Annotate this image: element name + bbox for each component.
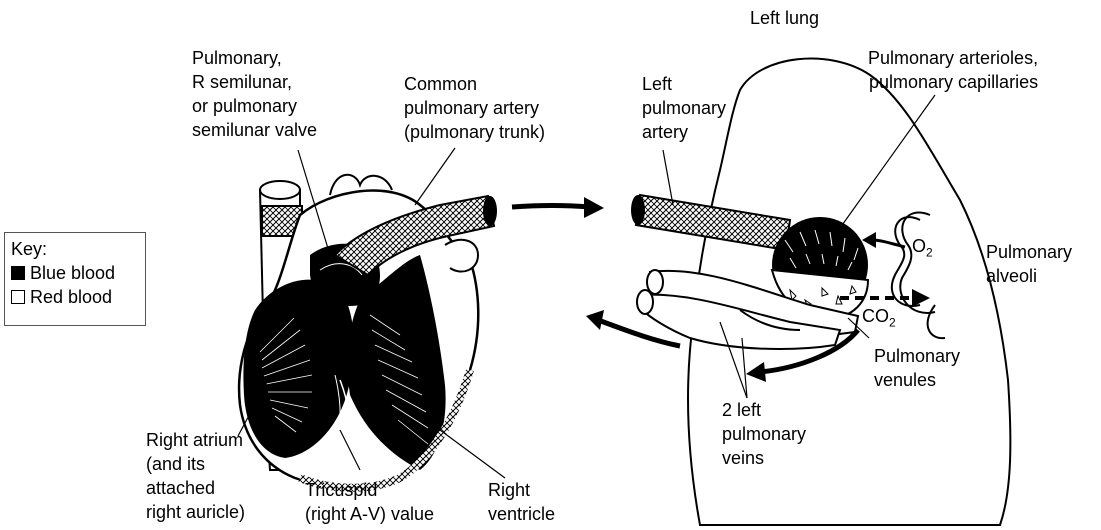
label-arterioles-capillaries: Pulmonary arterioles, pulmonary capillar… [868,46,1038,94]
legend-label-red-blood: Red blood [30,285,112,309]
legend-label-blue-blood: Blue blood [30,261,115,285]
label-left-lung: Left lung [750,6,819,30]
legend-key: Key: Blue blood Red blood [4,232,146,326]
label-right-atrium: Right atrium (and its attached right aur… [146,428,245,524]
label-right-ventricle: Right ventricle [488,478,555,526]
legend-item-blue-blood: Blue blood [11,261,139,285]
label-pulmonary-alveoli: Pulmonary alveoli [986,240,1072,288]
flow-arrow-to-lung-head [584,197,604,218]
label-carbon-dioxide: CO2 [862,306,896,330]
label-pulmonary-valve: Pulmonary, R semilunar, or pulmonary sem… [192,46,317,142]
blue-blood-swatch [11,266,25,280]
red-blood-swatch [11,290,25,304]
return-arrow-head [586,310,604,330]
label-tricuspid: Tricuspid (right A-V) value [305,478,434,526]
label-common-pulmonary-artery: Common pulmonary artery (pulmonary trunk… [404,72,545,144]
label-left-pulmonary-artery: Left pulmonary artery [642,72,726,144]
label-oxygen: O2 [912,236,933,260]
legend-title: Key: [11,237,139,261]
flow-arrow-to-lung [512,206,590,208]
label-pulmonary-venules: Pulmonary venules [874,344,960,392]
label-left-pulmonary-veins: 2 left pulmonary veins [722,398,806,470]
legend-item-red-blood: Red blood [11,285,139,309]
